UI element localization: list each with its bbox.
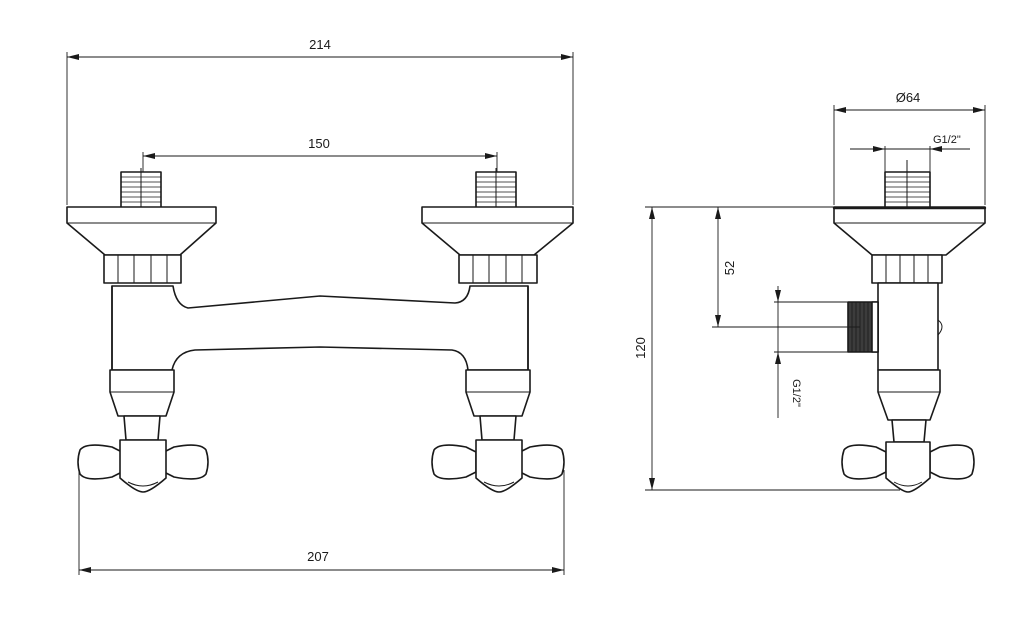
dimension-label-handle-span: 207 (307, 549, 329, 564)
front-view: 214 150 (66, 37, 574, 575)
side-lower-body (877, 369, 941, 421)
left-handle-hub (119, 439, 167, 493)
dimension-label-thread-outlet: G1/2" (790, 379, 802, 407)
left-flange-cover (66, 206, 217, 256)
side-valve-body (877, 282, 939, 371)
side-hex-nut (871, 254, 943, 284)
right-flange-cover (421, 206, 574, 256)
dimension-label-diameter: Ø64 (896, 90, 921, 105)
left-handle-arm-right (163, 444, 209, 480)
right-hex-nut (458, 254, 538, 284)
left-handle-arm-left (77, 444, 123, 480)
side-view: Ø64 G1/2" (633, 90, 987, 493)
left-hex-nut (103, 254, 182, 284)
right-handle-hub (475, 439, 523, 493)
dimension-height: 120 (633, 206, 900, 491)
left-valve-unit (66, 168, 217, 493)
dimension-handle-span: 207 (78, 470, 565, 575)
dimension-thread-outlet: G1/2" (774, 286, 848, 418)
right-handle-arm-right (519, 444, 565, 480)
dimension-label-inlet-spacing: 150 (308, 136, 330, 151)
side-handle-hub (885, 441, 931, 493)
dimension-inlet-spacing: 150 (142, 136, 498, 173)
right-handle-arm-left (431, 444, 477, 480)
left-valve-body (109, 369, 175, 417)
side-flange-cover (833, 206, 986, 256)
dimension-thread-top: G1/2" (850, 134, 970, 172)
dimension-label-thread-top: G1/2" (933, 134, 961, 146)
dimension-label-outlet-offset: 52 (722, 261, 737, 275)
dimension-outlet-offset: 52 (712, 207, 860, 328)
dimension-label-overall-width: 214 (309, 37, 331, 52)
side-handle-arm-left (841, 444, 887, 480)
right-valve-unit (421, 168, 574, 493)
mixer-body (111, 285, 529, 371)
dimension-label-height: 120 (633, 337, 648, 359)
dimension-overall-width: 214 (66, 37, 574, 205)
side-handle-arm-right (929, 444, 975, 480)
dimension-diameter: Ø64 (833, 90, 986, 205)
right-valve-body (465, 369, 531, 417)
